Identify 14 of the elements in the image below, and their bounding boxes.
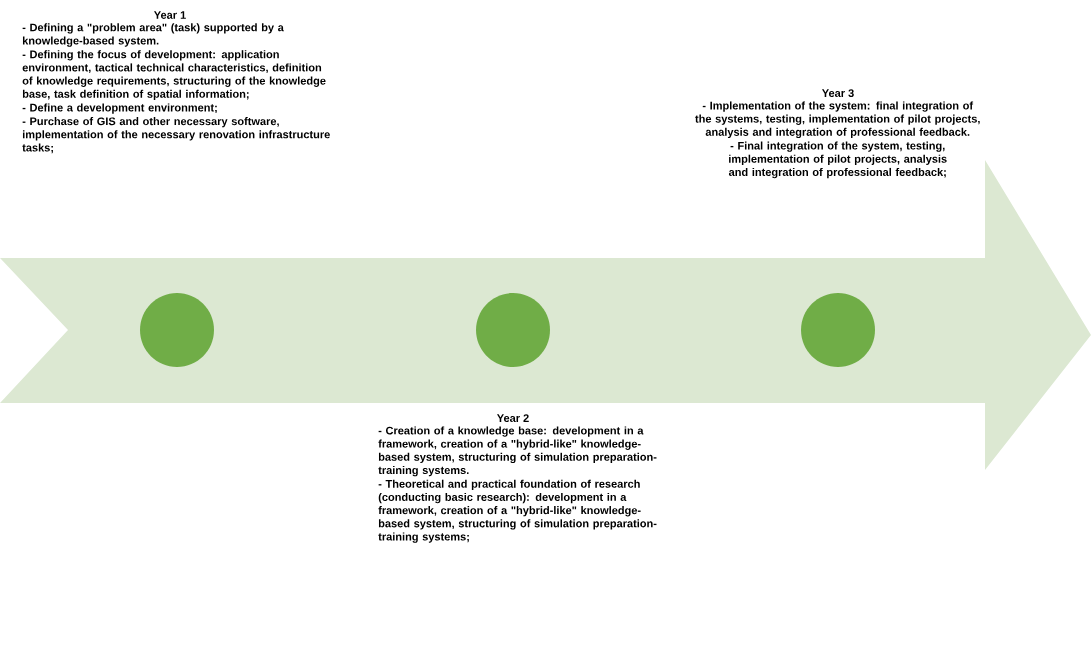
milestone-text: - Defining a "problem area" (task) supported by a knowledge-based system.: [22, 23, 284, 47]
milestone-text: - Theoretical and practical foundation of research (conducting basic research): development in a framework, creation of a "hybrid-like" knowledge-based system, structuring of simulation preparation-training systems;: [378, 479, 657, 543]
milestone-circle: [476, 293, 550, 367]
milestone-text: - Purchase of GIS and other necessary software, implementation of the necessary renovation infrastructure tasks;: [22, 117, 330, 154]
milestone-text: - Implementation of the system: final integration of the systems, testing, implementation of pilot projects, analysis and integration of professional feedback.: [695, 101, 980, 139]
milestone-text: - Creation of a knowledge base: development in a framework, creation of a "hybrid-like" knowledge-based system, structuring of simulation preparation-training systems.: [378, 426, 657, 477]
milestone-text: - Defining the focus of development: application environment, tactical technical characteristics, definition of knowledge requirements, structuring of the knowledge base, task definition of spatial information;: [22, 50, 326, 100]
milestone-text: - Final integration of the system, testing, implementation of pilot projects, analysis and integration of professional feedback;: [728, 141, 947, 179]
milestone-circle: [801, 293, 875, 367]
year-heading: Year 2: [497, 414, 529, 422]
milestone-circle: [140, 293, 214, 367]
year-heading: Year 3: [822, 89, 854, 97]
milestone-text: - Define a development environment;: [22, 103, 217, 114]
year-heading: Year 1: [154, 11, 186, 19]
